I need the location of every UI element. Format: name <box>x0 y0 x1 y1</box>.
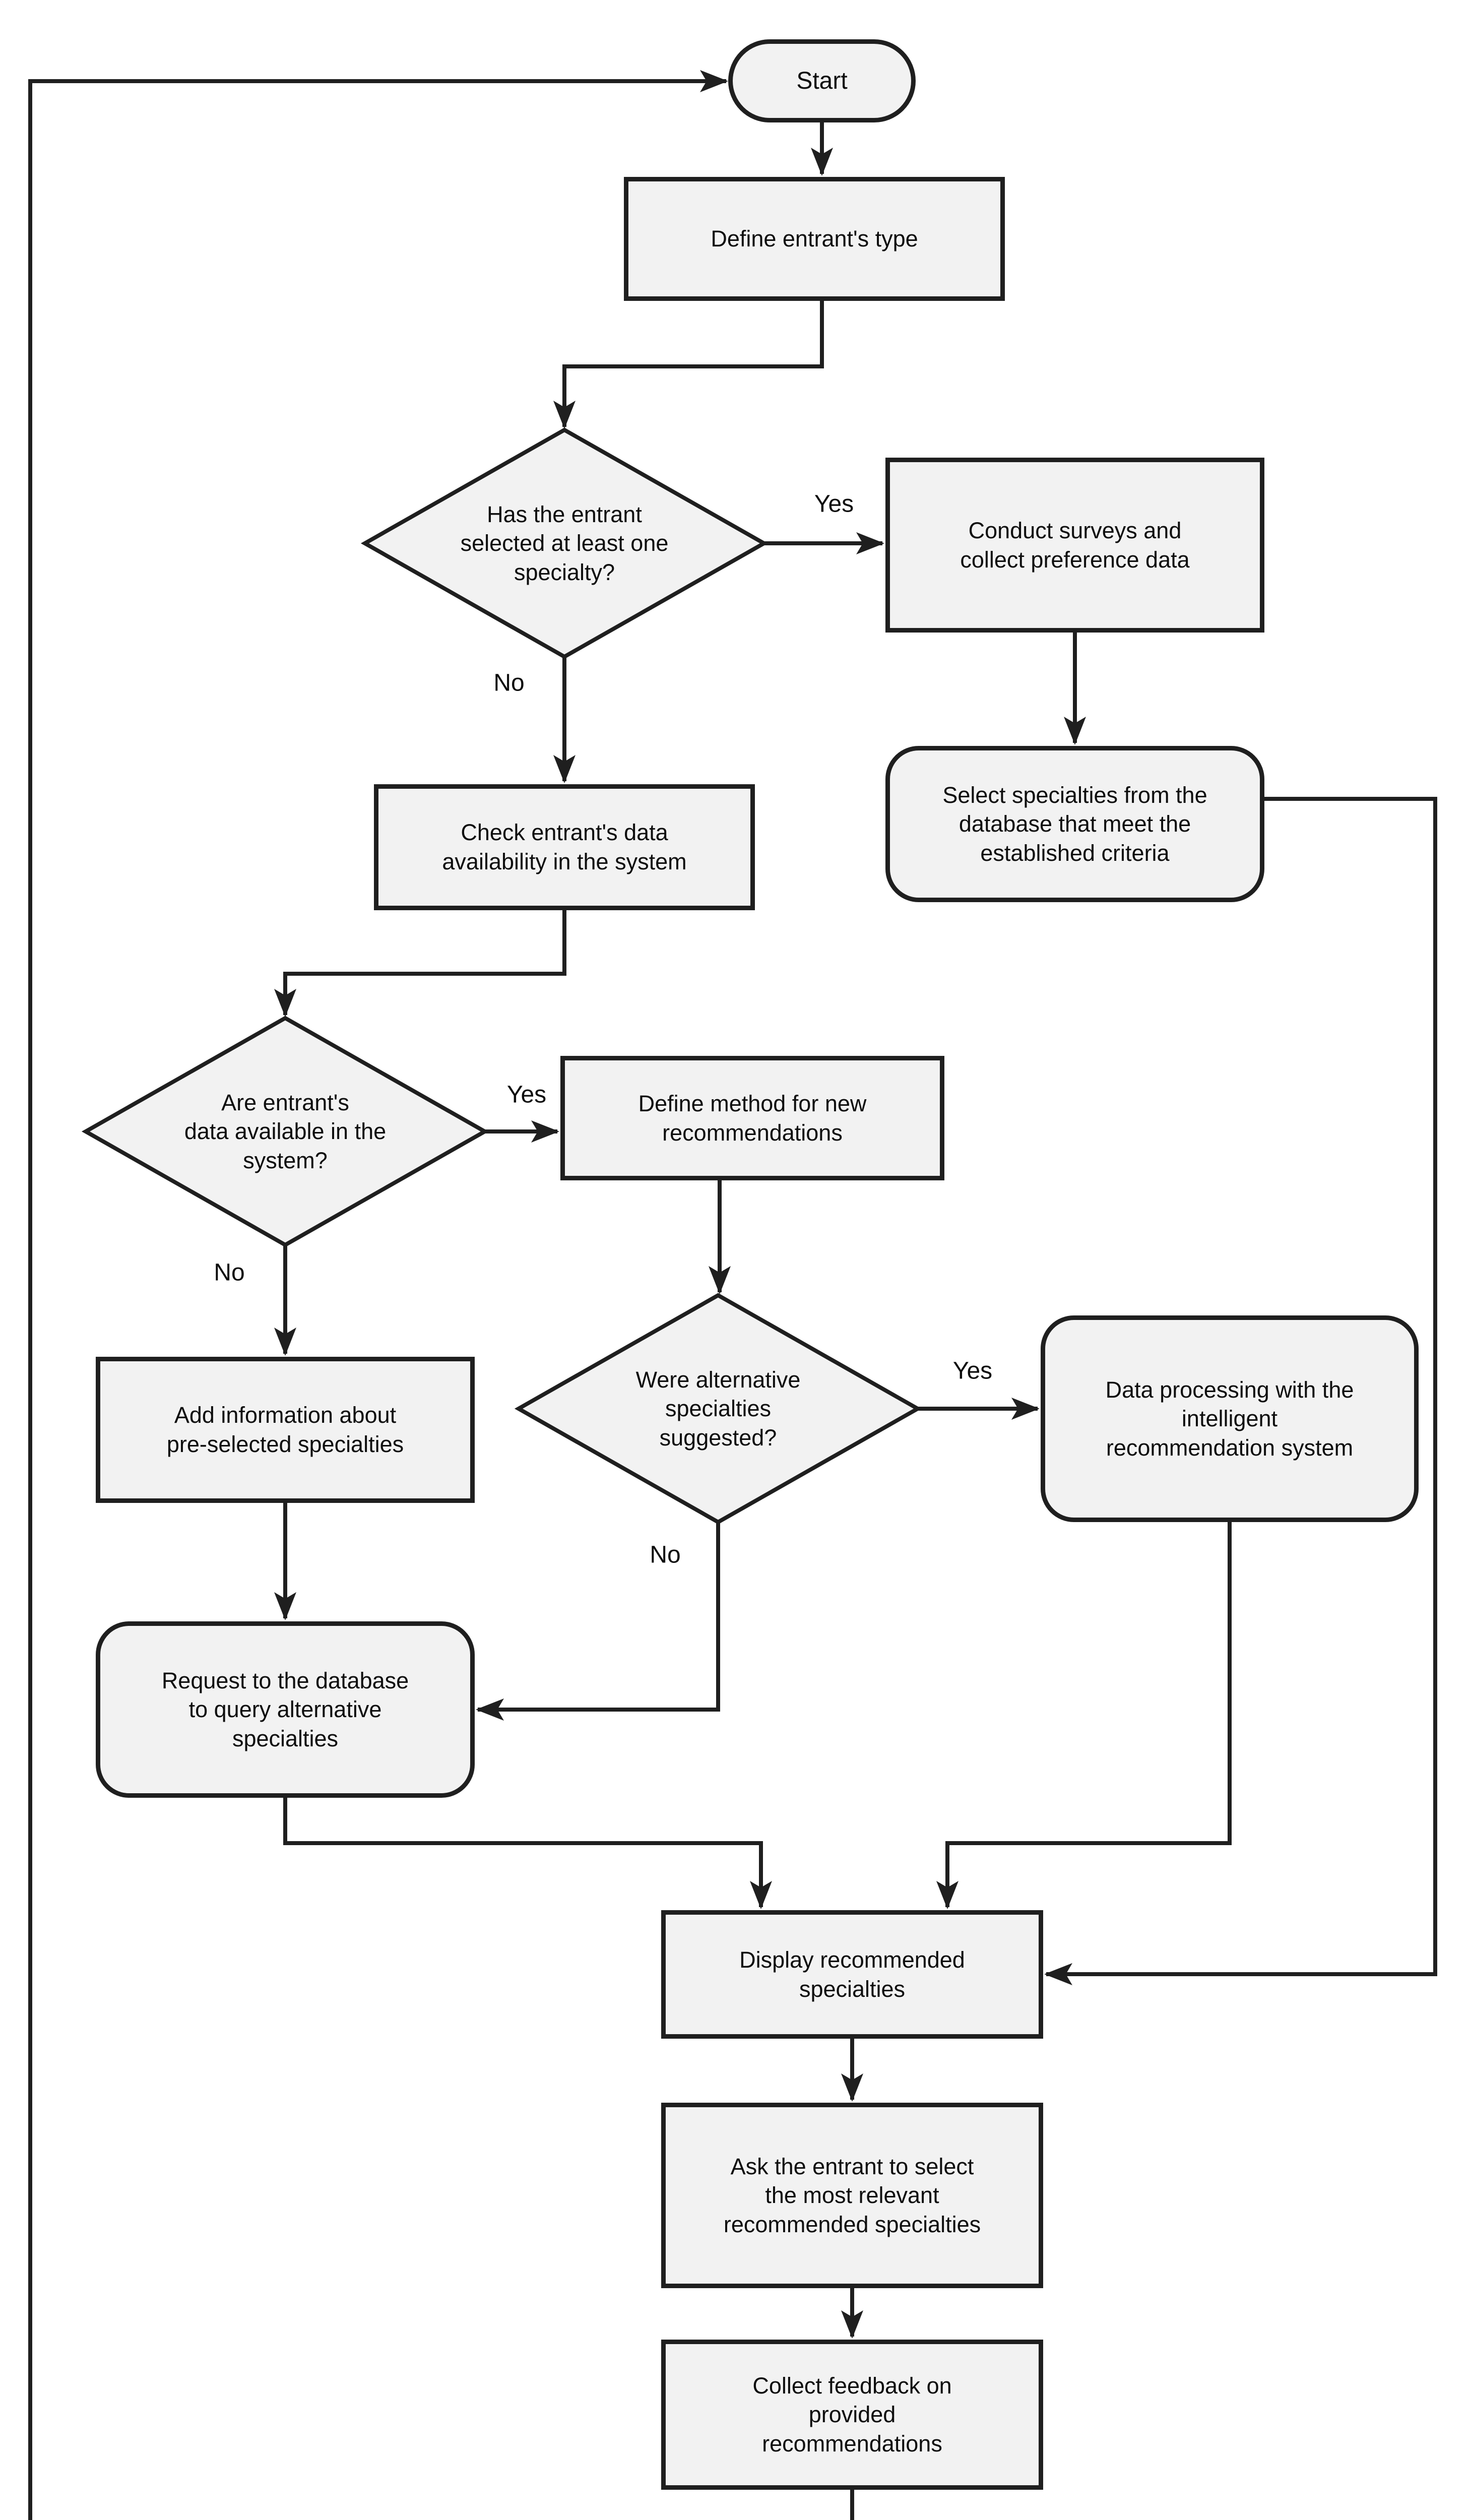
has-selected-decision-diamond <box>360 427 769 659</box>
alternatives-no-label: No <box>647 1541 684 1569</box>
alternatives-suggested-decision-label: Were alternative specialties suggested? <box>635 1366 801 1451</box>
has-selected-no-label: No <box>490 669 528 697</box>
edge-request-db-to-display <box>283 1798 772 1909</box>
alternatives-suggested-decision-diamond <box>514 1293 922 1525</box>
edge-alternatives-no <box>476 1522 720 1721</box>
has-selected-yes-label: Yes <box>811 490 857 518</box>
display-recommended-process: Display recommended specialties <box>661 1910 1043 2039</box>
start-terminator: Start <box>728 39 916 122</box>
ask-entrant-select-process: Ask the entrant to select the most relev… <box>661 2103 1043 2288</box>
data-available-yes-label: Yes <box>503 1081 550 1109</box>
edge-select-db-to-display <box>1044 797 1437 1985</box>
data-available-decision-diamond <box>81 1016 489 1247</box>
define-method-process: Define method for new recommendations <box>560 1056 944 1180</box>
edge-check-data-to-data-available <box>274 910 566 1017</box>
data-available-no-label: No <box>211 1258 248 1287</box>
has-selected-decision-label: Has the entrant selected at least one sp… <box>460 501 669 585</box>
edge-define-type-to-has-selected <box>553 301 824 429</box>
data-available-decision-label: Are entrant's data available in the syst… <box>184 1089 387 1173</box>
select-specialties-db-process: Select specialties from the database tha… <box>885 746 1264 902</box>
edge-data-processing-to-display <box>936 1522 1232 1909</box>
edge-end-to-start-loop <box>28 70 728 2520</box>
alternatives-yes-label: Yes <box>949 1357 996 1385</box>
data-processing-process: Data processing with the intelligent rec… <box>1041 1315 1419 1522</box>
request-database-process: Request to the database to query alterna… <box>96 1621 475 1798</box>
conduct-surveys-process: Conduct surveys and collect preference d… <box>885 458 1264 633</box>
add-preselected-info-process: Add information about pre-selected speci… <box>96 1357 475 1503</box>
define-entrant-type-process: Define entrant's type <box>624 177 1005 301</box>
collect-feedback-process: Collect feedback on provided recommendat… <box>661 2340 1043 2490</box>
check-data-availability-process: Check entrant's data availability in the… <box>374 784 755 910</box>
